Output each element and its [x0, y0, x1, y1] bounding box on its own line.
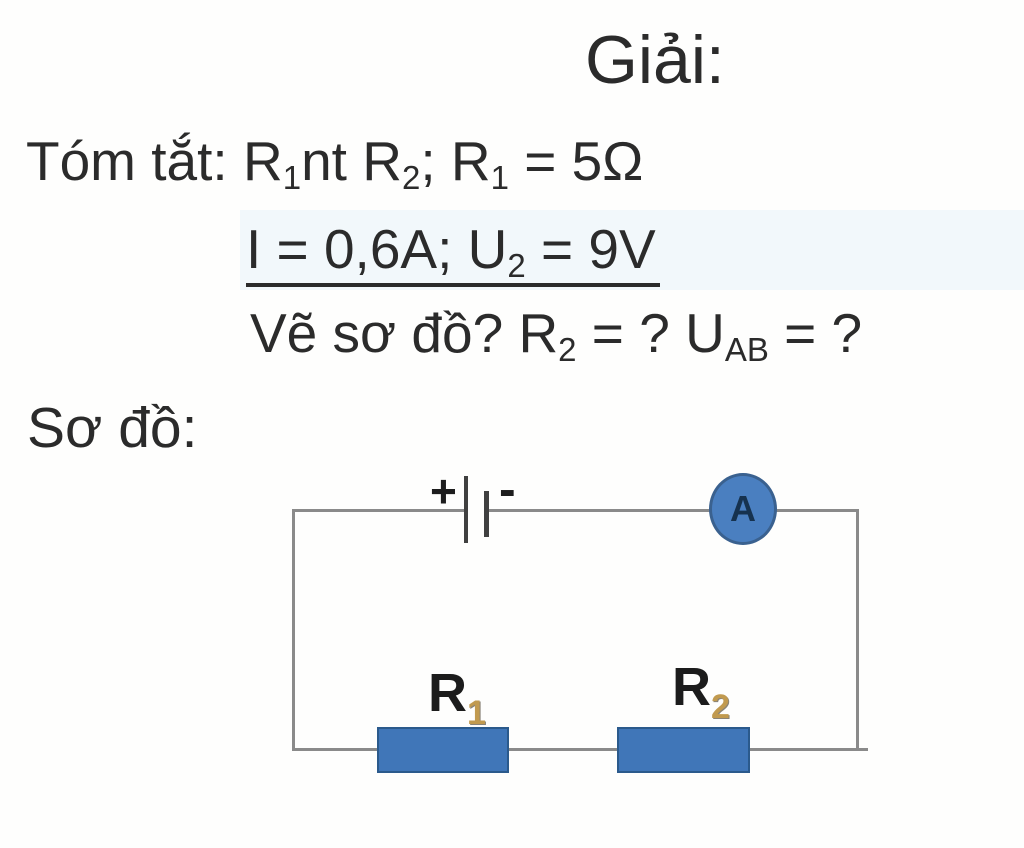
battery-negative-plate [484, 491, 489, 537]
question-text: = ? U [576, 302, 725, 364]
summary-line: Tóm tắt: R1nt R2; R1 = 5Ω [26, 134, 643, 195]
subscript-2: 2 [401, 159, 421, 197]
subscript-2: 2 [558, 331, 577, 369]
battery-plus-sign: + [430, 465, 457, 517]
battery-minus-sign: - [499, 461, 516, 517]
given-text: I = 0,6A; U [246, 218, 508, 280]
wire-left-vertical [292, 509, 295, 751]
wire-top-right-segment [489, 509, 859, 512]
subscript-2: 2 [507, 247, 526, 285]
wire-right-vertical [856, 509, 859, 751]
ammeter-icon: A [709, 473, 777, 545]
subscript-ab: AB [724, 331, 769, 369]
r1-base: R [428, 663, 467, 723]
diagram-caption: Sơ đồ: [27, 396, 198, 460]
r2-base: R [672, 657, 711, 717]
resistor-r1-label: R1 [428, 663, 486, 730]
given-text: = 9V [525, 218, 656, 280]
wire-top-left-segment [292, 509, 466, 512]
ammeter-letter: A [730, 488, 756, 529]
page-title: Giải: [585, 22, 725, 98]
resistor-r1 [377, 727, 509, 773]
summary-text: ; R [420, 130, 491, 192]
summary-text: Tóm tắt: R [26, 130, 283, 192]
subscript-1: 1 [282, 159, 302, 197]
question-line: Vẽ sơ đồ? R2 = ? UAB = ? [250, 306, 862, 367]
summary-text: = 5Ω [508, 130, 644, 192]
given-data-line-underlined: I = 0,6A; U2 = 9V [246, 222, 660, 287]
wire-bottom [292, 748, 868, 751]
r1-subscript: 1 [467, 693, 486, 732]
question-text: Vẽ sơ đồ? R [250, 302, 559, 364]
question-text: = ? [768, 302, 863, 364]
summary-text: nt R [301, 130, 402, 192]
battery-positive-plate [464, 476, 468, 543]
resistor-r2 [617, 727, 750, 773]
resistor-r2-label: R2 [672, 657, 730, 724]
r2-subscript: 2 [711, 687, 730, 726]
subscript-1: 1 [490, 159, 509, 197]
